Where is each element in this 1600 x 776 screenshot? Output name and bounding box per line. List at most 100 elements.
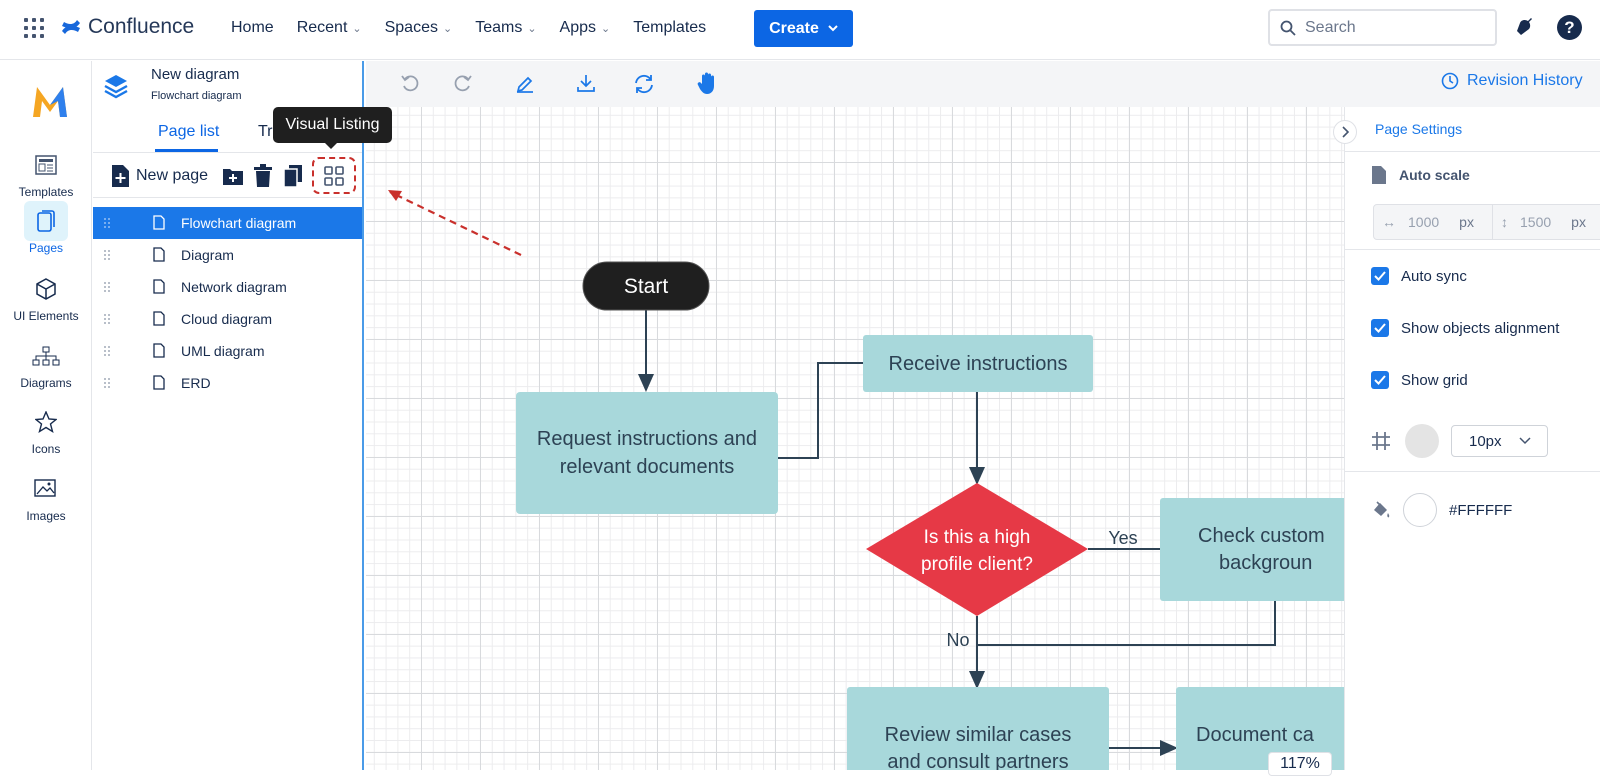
nav-recent-label: Recent: [296, 19, 348, 36]
nav-templates[interactable]: Templates: [633, 19, 706, 37]
drag-handle-icon[interactable]: [103, 377, 111, 389]
background-color-swatch[interactable]: [1403, 493, 1437, 527]
rail-icons-label: Icons: [31, 442, 61, 456]
duplicate-icon[interactable]: [283, 164, 303, 188]
page-icon: [1372, 166, 1386, 184]
collapse-panel-button[interactable]: [1333, 120, 1357, 144]
notifications-icon[interactable]: [1512, 14, 1536, 38]
annotation-arrow: [388, 190, 522, 256]
chevron-down-icon: ⌄: [527, 22, 537, 35]
chevron-down-icon: [828, 25, 838, 32]
drag-handle-icon[interactable]: [103, 249, 111, 261]
canvas-toolbar: Revision History: [366, 61, 1600, 107]
nav-spaces-label: Spaces: [384, 19, 438, 36]
confluence-logo-icon: [62, 20, 80, 34]
width-arrows-icon: ↔: [1382, 214, 1396, 230]
page-item-diagram[interactable]: Diagram: [93, 239, 362, 271]
auto-sync-checkbox[interactable]: Auto sync: [1371, 267, 1467, 285]
document-node-label: Document ca: [1196, 724, 1315, 746]
start-node[interactable]: [582, 261, 710, 311]
rail-diagrams[interactable]: Diagrams: [0, 336, 92, 390]
nav-home[interactable]: Home: [231, 19, 274, 37]
drag-handle-icon[interactable]: [103, 281, 111, 293]
rail-ui-elements[interactable]: UI Elements: [0, 269, 92, 323]
search-input[interactable]: Search: [1268, 9, 1497, 46]
brand-name: Confluence: [88, 15, 195, 38]
rail-pages-label: Pages: [28, 241, 64, 255]
hand-pan-icon[interactable]: [697, 71, 719, 95]
page-item-label: ERD: [181, 375, 211, 391]
drag-handle-icon[interactable]: [103, 313, 111, 325]
undo-icon[interactable]: [400, 73, 420, 93]
visual-listing-tooltip: Visual Listing: [273, 107, 392, 149]
diagram-canvas[interactable]: Start Request instructions and relevant …: [366, 107, 1344, 770]
pencil-icon[interactable]: [515, 73, 535, 93]
nav-teams-label: Teams: [475, 19, 523, 36]
grid-color-swatch[interactable]: [1405, 424, 1439, 458]
cube-icon: [24, 269, 68, 309]
left-rail: Templates Pages UI Elements Diagrams Ico…: [0, 61, 92, 770]
receive-instructions-node[interactable]: [863, 335, 1093, 392]
revision-history-button[interactable]: Revision History: [1441, 72, 1583, 90]
page-item-uml-diagram[interactable]: UML diagram: [93, 335, 362, 367]
page-list: Flowchart diagram Diagram Network diagra…: [93, 207, 362, 399]
page-toolbar: New page: [93, 154, 362, 198]
active-tab-indicator: [155, 149, 218, 152]
high-profile-decision-node[interactable]: [866, 483, 1088, 616]
nav-teams[interactable]: Teams ⌄: [475, 19, 536, 37]
request-instructions-node[interactable]: [516, 392, 778, 514]
app-switcher-icon[interactable]: [24, 18, 44, 38]
sync-icon[interactable]: [633, 73, 655, 95]
height-arrows-icon: ↕: [1501, 214, 1508, 230]
nav-apps[interactable]: Apps⌄: [560, 19, 611, 37]
request-node-label-line2: relevant documents: [560, 456, 735, 478]
review-cases-node[interactable]: [847, 687, 1109, 770]
drag-handle-icon[interactable]: [103, 217, 111, 229]
connector[interactable]: [777, 355, 890, 459]
connector[interactable]: [977, 601, 1276, 646]
redo-icon[interactable]: [453, 73, 473, 93]
app-logo-icon[interactable]: [30, 81, 70, 121]
help-icon[interactable]: ?: [1557, 15, 1582, 40]
create-button[interactable]: Create: [754, 10, 853, 47]
rail-templates[interactable]: Templates: [0, 145, 92, 199]
page-item-flowchart-diagram[interactable]: Flowchart diagram: [93, 207, 362, 239]
auto-scale-row[interactable]: Auto scale: [1371, 165, 1470, 185]
grid-settings-row: 10px: [1371, 424, 1548, 458]
new-folder-icon[interactable]: [222, 166, 244, 186]
page-item-network-diagram[interactable]: Network diagram: [93, 271, 362, 303]
confluence-logo[interactable]: Confluence: [60, 15, 194, 39]
rail-images[interactable]: Images: [0, 469, 92, 523]
diagram-title: New diagram: [151, 66, 240, 83]
history-icon: [1441, 72, 1459, 90]
page-settings-title: Page Settings: [1375, 121, 1463, 137]
show-grid-checkbox[interactable]: Show grid: [1371, 371, 1468, 389]
nav-apps-label: Apps: [559, 19, 597, 36]
nav-recent[interactable]: Recent⌄: [297, 19, 362, 37]
visual-listing-button[interactable]: [312, 157, 356, 194]
divider: [1345, 151, 1600, 152]
download-icon[interactable]: [576, 73, 596, 93]
height-value: 1500: [1520, 214, 1552, 230]
pages-icon: [24, 201, 68, 241]
rail-icons[interactable]: Icons: [0, 402, 92, 456]
zoom-level[interactable]: 117%: [1268, 752, 1332, 776]
grid-size-select[interactable]: 10px: [1451, 425, 1548, 457]
chevron-down-icon: ⌄: [442, 22, 453, 35]
check-customer-node[interactable]: [1160, 498, 1344, 601]
page-icon: [153, 311, 165, 326]
page-item-erd[interactable]: ERD: [93, 367, 362, 399]
document-case-node[interactable]: [1176, 687, 1344, 770]
diagram-subtitle: Flowchart diagram: [151, 90, 242, 102]
tab-page-list[interactable]: Page list: [158, 123, 220, 140]
page-item-cloud-diagram[interactable]: Cloud diagram: [93, 303, 362, 335]
drag-handle-icon[interactable]: [103, 345, 111, 357]
height-input[interactable]: ↕ 1500 px: [1493, 205, 1600, 239]
trash-icon[interactable]: [253, 164, 273, 188]
nav-spaces[interactable]: Spaces ⌄: [385, 19, 453, 37]
new-page-button[interactable]: New page: [110, 164, 208, 188]
flowchart: Start Request instructions and relevant …: [516, 261, 1344, 770]
show-alignment-checkbox[interactable]: Show objects alignment: [1371, 319, 1559, 337]
width-input[interactable]: ↔ 1000 px: [1374, 205, 1493, 239]
rail-pages[interactable]: Pages: [0, 201, 92, 255]
